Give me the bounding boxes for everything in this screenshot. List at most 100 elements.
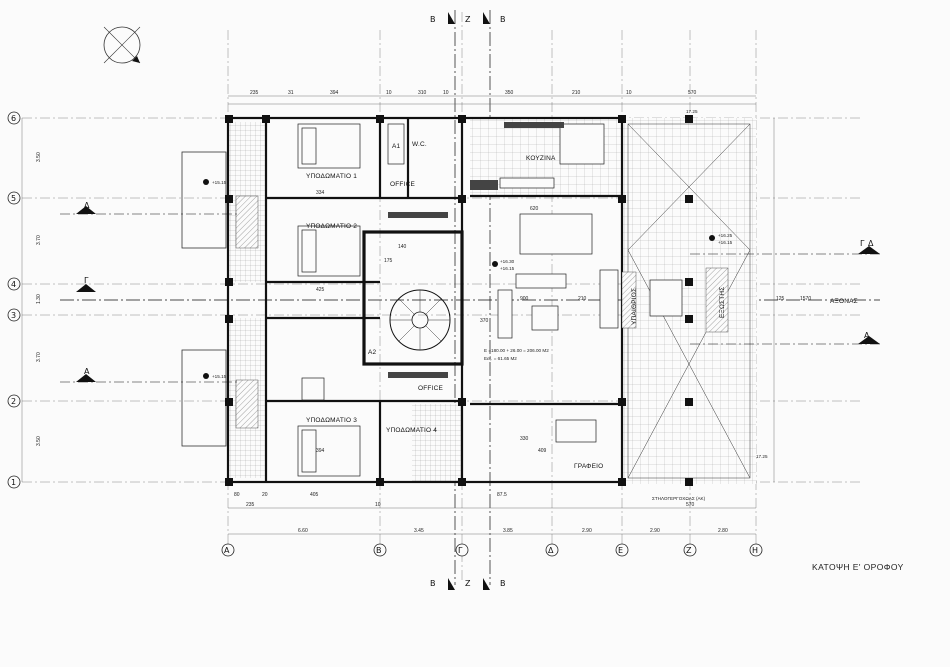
north-arrow-icon — [103, 26, 141, 64]
room-label-kitchen: ΚΟΥΖΙΝΑ — [526, 155, 556, 162]
inner-dim: 409 — [538, 448, 547, 454]
grid-row-label: 2 — [11, 397, 16, 406]
section-label: Β — [500, 579, 506, 588]
axis-label: ΑΞΟΝΑΣ — [830, 298, 858, 305]
level-label: +16.15 — [500, 266, 515, 271]
dim-axis-label: 3.85 — [503, 528, 513, 534]
dim-top-label: 310 — [418, 90, 427, 96]
grid-row-label: 6 — [11, 114, 16, 123]
grid-col-label: Ζ — [686, 546, 692, 555]
room-label-bedroom3: ΥΠΟΔΩΜΑΤΙΟ 3 — [306, 417, 357, 424]
inner-dim: 125 — [776, 296, 785, 302]
dim-top-label: 235 — [250, 90, 259, 96]
section-label: Β — [430, 15, 436, 24]
room-label-bedroom4: ΥΠΟΔΩΜΑΤΙΟ 4 — [386, 427, 437, 434]
stair-core — [362, 230, 464, 366]
inner-dim: 900 — [520, 296, 529, 302]
inner-dim: 1570 — [800, 296, 811, 302]
inner-dim: 334 — [316, 190, 325, 196]
dim-left-label: 3.50 — [36, 152, 42, 162]
section-label: Δ — [84, 201, 90, 210]
drawing-title: ΚΑΤΟΨΗ Ε' ΟΡΟΦΟΥ — [812, 562, 904, 572]
room-label-a2: A2 — [368, 349, 377, 356]
level-label: 17.25 — [686, 109, 698, 114]
room-label-balcony: ΕΞΩΣΤΗΣ — [719, 286, 726, 318]
area-note: Ε =180.00 + 26.00 = 206.00 Μ2 — [484, 348, 549, 353]
dim-top-label: 350 — [505, 90, 514, 96]
grid-row-label: 3 — [11, 311, 16, 320]
room-label-office-bottom: OFFICE — [418, 385, 443, 392]
dims-left: 3.50 3.70 1.30 3.70 3.50 — [36, 152, 42, 446]
inner-dim: 330 — [520, 436, 529, 442]
inner-dim: 370 — [480, 318, 489, 324]
room-label-wc: W.C. — [412, 141, 427, 148]
dim-axis-label: 2.90 — [650, 528, 660, 534]
inner-dims: 334 425 394 140 175 620 900 210 370 409 … — [316, 190, 811, 454]
dim-axis-label: 6.60 — [298, 528, 308, 534]
grid-col-label: Β — [376, 546, 382, 555]
section-label: Ζ — [465, 15, 471, 24]
section-label: Γ — [84, 276, 89, 285]
room-label-veranda: ΥΠΑΙΘΡΙΟΣ — [631, 288, 638, 325]
furniture — [297, 123, 683, 477]
grid-col-label: Ε — [618, 546, 623, 555]
room-label-bedroom1: ΥΠΟΔΩΜΑΤΙΟ 1 — [306, 173, 357, 180]
dim-axis-label: 2.80 — [718, 528, 728, 534]
section-label: Δ — [868, 239, 874, 248]
level-label: 17.25 — [756, 454, 768, 459]
grid-col-label: Η — [752, 546, 758, 555]
section-label: Γ — [860, 239, 865, 248]
section-label: Ζ — [465, 579, 471, 588]
dim-bottom-label: 405 — [310, 492, 319, 498]
dim-top-label: 570 — [688, 90, 697, 96]
grid-row-markers: 6 5 4 3 2 1 — [7, 111, 21, 489]
column-note: ΣΤΗΛΟΓΕΡΓΟΧΩΑΣ (ΑΚ) — [652, 496, 706, 501]
inner-dim: 175 — [384, 258, 393, 264]
section-label: Α — [864, 331, 870, 340]
level-label: +16.25 — [718, 233, 733, 238]
inner-dim: 620 — [530, 206, 539, 212]
dim-left-label: 3.50 — [36, 436, 42, 446]
inner-dim: 394 — [316, 448, 325, 454]
section-label: Β — [430, 579, 436, 588]
inner-dim: 425 — [316, 287, 325, 293]
room-label-bedroom2: ΥΠΟΔΩΜΑΤΙΟ 2 — [306, 223, 357, 230]
grid-col-label: Α — [224, 546, 230, 555]
grid-row-label: 1 — [11, 478, 16, 487]
dim-bottom-label: 570 — [686, 502, 695, 508]
grid-col-label: Γ — [458, 546, 463, 555]
dim-top-label: 10 — [626, 90, 632, 96]
dims-bottom: 80 20 405 235 10 87.5 570 6.60 3.45 3.85… — [234, 492, 728, 534]
dim-axis-label: 2.90 — [582, 528, 592, 534]
dim-top-label: 394 — [330, 90, 339, 96]
area-note: Εεξ. = 61.65 Μ2 — [484, 356, 517, 362]
dim-top-label: 10 — [386, 90, 392, 96]
inner-dim: 210 — [578, 296, 587, 302]
dim-bottom-label: 80 — [234, 492, 240, 498]
grid-col-markers: Α Β Γ Δ Ε Ζ Η — [221, 543, 763, 557]
section-markers: Β Ζ Β Β Ζ Β Δ Γ Α Γ Δ Α — [60, 12, 880, 590]
dim-top-label: 210 — [572, 90, 581, 96]
dim-axis-label: 3.45 — [414, 528, 424, 534]
dims-top: 235 31 394 10 310 10 350 210 10 570 — [250, 90, 697, 96]
dim-bottom-label: 87.5 — [497, 492, 507, 498]
dim-bottom-label: 235 — [246, 502, 255, 508]
left-balcony-top — [181, 151, 227, 249]
grid-row-label: 4 — [11, 280, 16, 289]
columns — [225, 115, 693, 486]
section-label: Α — [84, 367, 90, 376]
room-label-study: ΓΡΑΦΕΙΟ — [574, 463, 603, 470]
dim-top-label: 31 — [288, 90, 294, 96]
room-label-a1: A1 — [392, 143, 401, 150]
left-balcony-bottom — [181, 349, 227, 447]
room-label-office-top: OFFICE — [390, 181, 415, 188]
level-label: +16.30 — [500, 259, 515, 264]
inner-dim: 140 — [398, 244, 407, 250]
level-label: +15.15 — [212, 180, 227, 185]
level-label: +16.15 — [718, 240, 733, 245]
grid-col-label: Δ — [548, 546, 554, 555]
dim-left-label: 3.70 — [36, 235, 42, 245]
level-label: +15.15 — [212, 374, 227, 379]
level-markers: +15.15 +15.15 +16.30 +16.15 +16.25 +16.1… — [203, 109, 768, 459]
